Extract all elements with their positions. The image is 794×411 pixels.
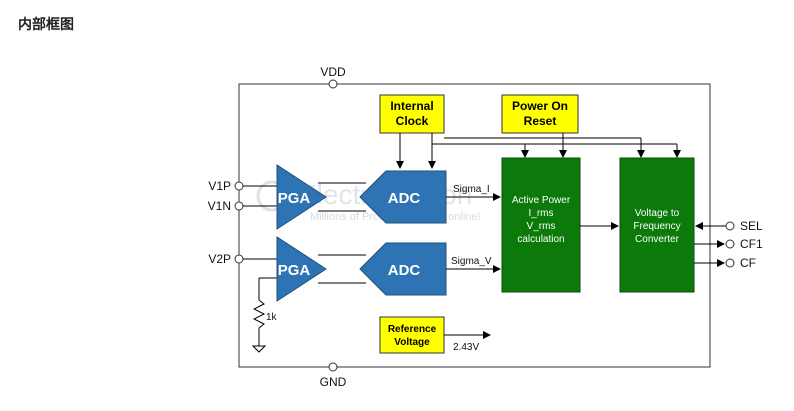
ground-symbol-icon bbox=[251, 345, 267, 353]
power-on-reset-block bbox=[501, 94, 579, 134]
resistor-1k bbox=[252, 299, 266, 329]
cf1-label: CF1 bbox=[740, 237, 763, 251]
v2f-label-2: Frequency bbox=[633, 221, 680, 232]
sigma-i-label: Sigma_I bbox=[453, 184, 490, 195]
reference-voltage-label-2: Voltage bbox=[394, 337, 430, 348]
v1n-label: V1N bbox=[208, 199, 231, 213]
adc-2-label: ADC bbox=[388, 262, 421, 279]
sel-label: SEL bbox=[740, 219, 763, 233]
sel-pin bbox=[725, 221, 735, 231]
gnd-pin bbox=[328, 362, 338, 372]
internal-clock-label-1: Internal bbox=[390, 99, 433, 113]
pga-2-label: PGA bbox=[278, 262, 311, 279]
pga-1 bbox=[276, 164, 327, 230]
cf-label: CF bbox=[740, 256, 756, 270]
ref-output-label: 2.43V bbox=[453, 342, 479, 353]
pga-2 bbox=[276, 236, 327, 302]
vdd-pin bbox=[328, 79, 338, 89]
v2p-pin bbox=[234, 254, 244, 264]
internal-clock-block bbox=[379, 94, 445, 134]
voltage-to-frequency-block bbox=[619, 157, 695, 293]
adc-1-label: ADC bbox=[388, 190, 421, 207]
v2f-label-1: Voltage to bbox=[635, 208, 680, 219]
power-on-reset-label-1: Power On bbox=[512, 99, 568, 113]
gnd-label: GND bbox=[320, 375, 347, 389]
v1p-label: V1P bbox=[208, 179, 231, 193]
active-power-label-3: V_rms bbox=[527, 221, 556, 232]
resistor-label: 1k bbox=[266, 312, 278, 323]
internal-clock-label-2: Clock bbox=[396, 114, 429, 128]
active-power-label-2: I_rms bbox=[529, 208, 554, 219]
page-title: 内部框图 bbox=[18, 17, 74, 33]
vdd-label: VDD bbox=[320, 65, 346, 79]
sigma-v-label: Sigma_V bbox=[451, 256, 492, 267]
active-power-label-1: Active Power bbox=[512, 195, 571, 206]
active-power-label-4: calculation bbox=[517, 234, 564, 245]
active-power-block bbox=[501, 157, 581, 293]
pga-1-label: PGA bbox=[278, 190, 311, 207]
v1p-pin bbox=[234, 181, 244, 191]
reference-voltage-label-1: Reference bbox=[388, 324, 437, 335]
v2f-label-3: Converter bbox=[635, 234, 680, 245]
power-on-reset-label-2: Reset bbox=[524, 114, 557, 128]
cf-pin bbox=[725, 258, 735, 268]
v2p-label: V2P bbox=[208, 252, 231, 266]
cf1-pin bbox=[725, 239, 735, 249]
v1n-pin bbox=[234, 201, 244, 211]
